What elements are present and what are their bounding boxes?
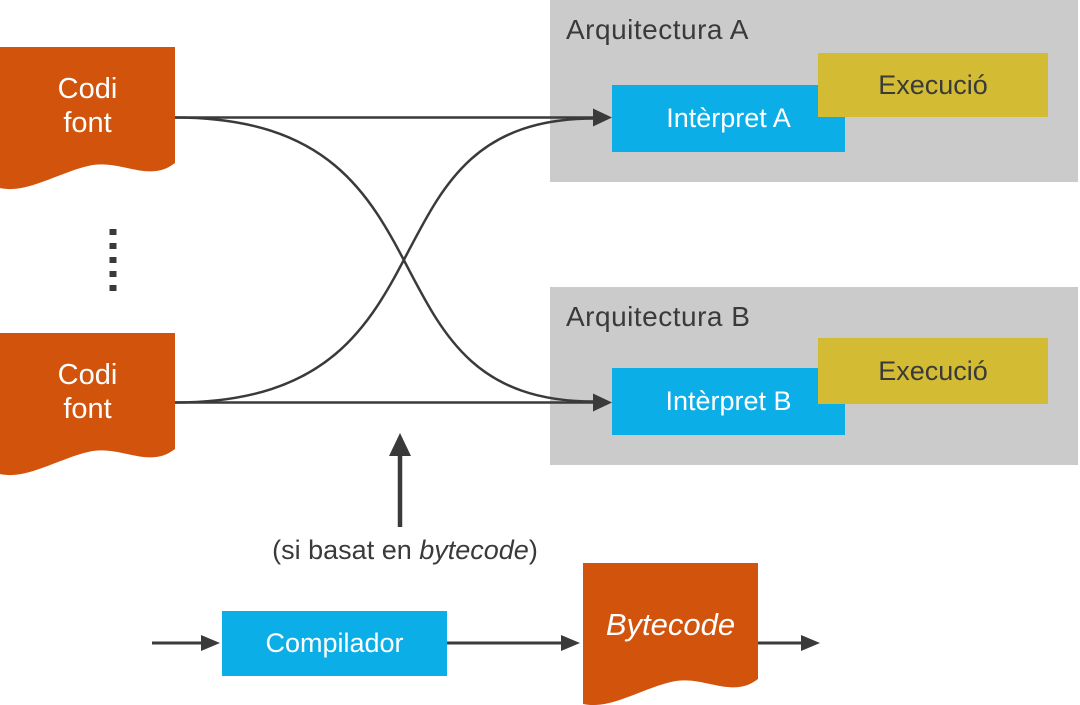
source-code-bottom-label: Codi font (0, 333, 175, 451)
curve-bottom-source-to-interpreter-a (174, 117, 596, 404)
interpreter-a-box: Intèrpret A (612, 85, 845, 152)
interpreter-b-label: Intèrpret B (665, 386, 792, 416)
bytecode-label: Bytecode (583, 563, 758, 687)
arrowhead-compiler-icon (201, 635, 220, 651)
source-top-line1: Codi (57, 72, 118, 105)
interpreter-b-box: Intèrpret B (612, 368, 845, 435)
document-shape-icon (583, 563, 758, 705)
source-code-top-label: Codi font (0, 47, 175, 165)
source-top-line2: font (63, 107, 112, 139)
document-shape-icon (0, 47, 175, 190)
source-code-doc-top: Codi font (0, 47, 175, 190)
arrowhead-out-icon (801, 635, 820, 651)
execution-b-box: Execució (818, 338, 1048, 404)
execution-a-box: Execució (818, 53, 1048, 117)
curve-top-source-to-interpreter-b (174, 116, 596, 403)
arrowhead-up-icon (389, 433, 411, 456)
compiler-box: Compilador (222, 611, 447, 676)
source-bottom-line2: font (63, 393, 112, 425)
architecture-b-title: Arquitectura B (566, 301, 751, 332)
bytecode-doc: Bytecode (583, 563, 758, 705)
architecture-a-title: Arquitectura A (566, 14, 749, 45)
arrowhead-bytecode-icon (561, 635, 580, 651)
interpreter-a-label: Intèrpret A (666, 103, 791, 133)
compiler-label: Compilador (265, 628, 404, 658)
document-shape-icon (0, 333, 175, 476)
source-bottom-line1: Codi (57, 358, 118, 391)
execution-b-label: Execució (878, 355, 988, 386)
bytecode-note-suffix: ) (528, 535, 538, 565)
bytecode-note-prefix: (si basat en (272, 535, 420, 565)
bytecode-note: (si basat en bytecode) (225, 535, 585, 566)
execution-a-label: Execució (878, 69, 988, 100)
bytecode-text: Bytecode (605, 606, 736, 642)
bytecode-note-italic: bytecode (419, 535, 529, 565)
source-code-doc-bottom: Codi font (0, 333, 175, 476)
